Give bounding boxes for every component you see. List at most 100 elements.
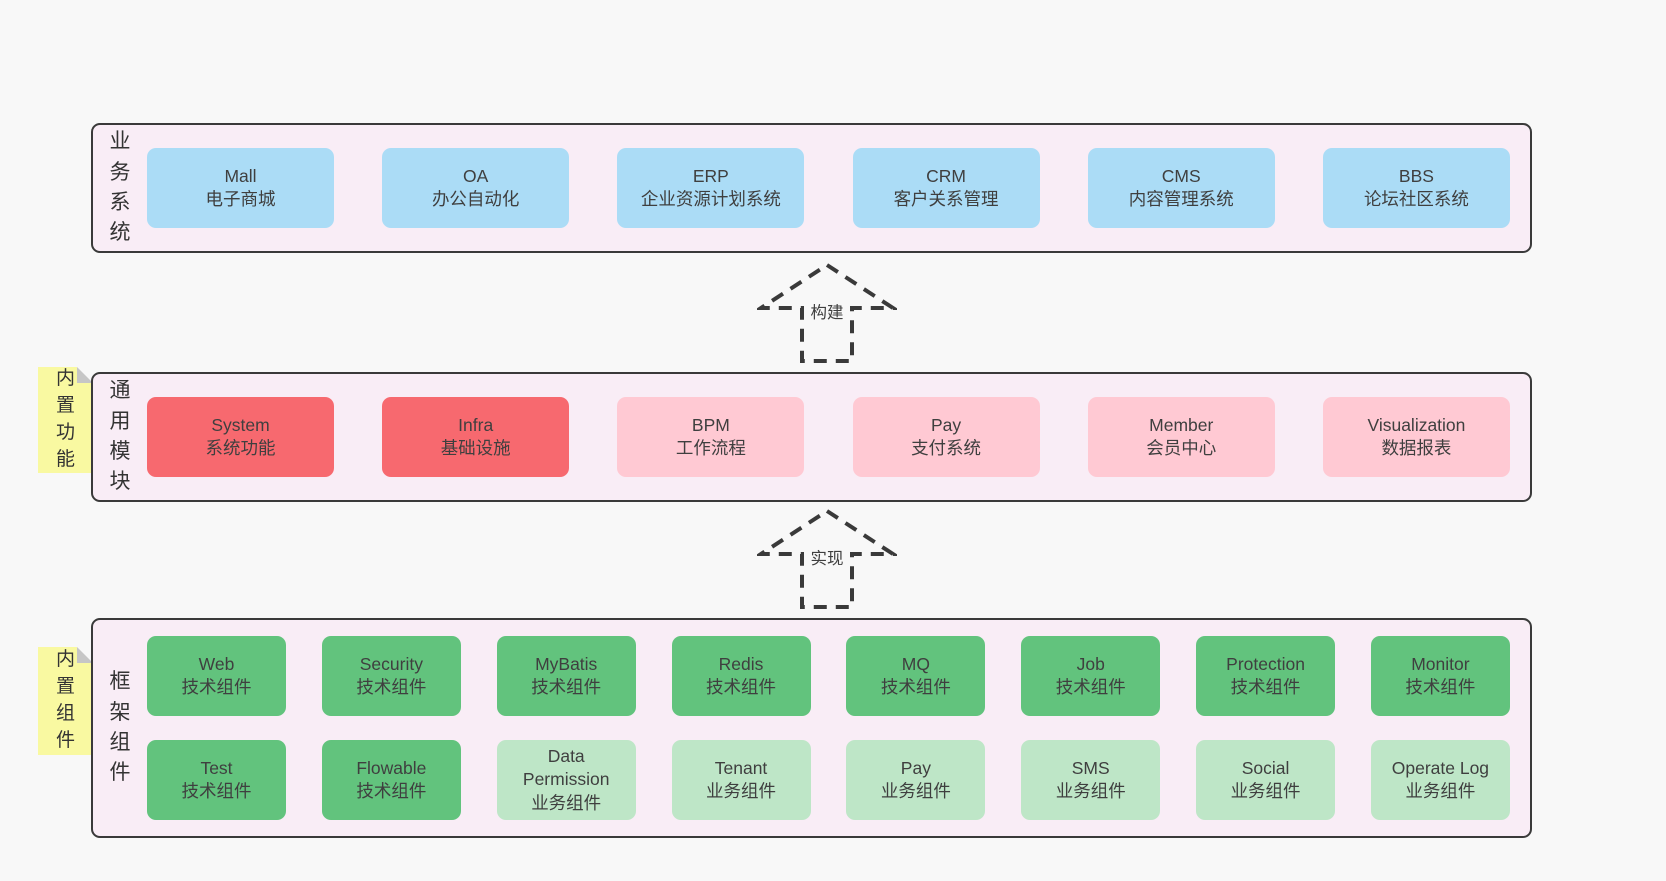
box-title: BBS — [1398, 165, 1434, 186]
box-subtitle: 业务组件 — [880, 781, 951, 801]
box-title: Member — [1149, 414, 1214, 435]
components-box-row-1: Web 技术组件 Security 技术组件 MyBatis 技术组件 Redi… — [147, 636, 1510, 716]
box-subtitle: 技术组件 — [181, 677, 252, 697]
components-rows: Web 技术组件 Security 技术组件 MyBatis 技术组件 Redi… — [137, 636, 1530, 820]
box-flowable: Flowable 技术组件 — [321, 740, 461, 820]
box-title: Operate Log — [1391, 757, 1490, 778]
box-title: Infra — [458, 414, 494, 435]
box-data-permission: Data Permission 业务组件 — [496, 740, 636, 820]
box-subtitle: 技术组件 — [1405, 677, 1476, 697]
box-subtitle: 基础设施 — [440, 438, 511, 458]
box-redis: Redis 技术组件 — [671, 636, 811, 716]
band-common-modules: 通用模块 System 系统功能 Infra 基础设施 BPM 工作流程 Pay… — [91, 372, 1532, 502]
sticky-note-built-in-features: 内置功能 — [38, 367, 93, 473]
sticky-note-text: 内置功能 — [55, 368, 75, 470]
components-box-row-2: Test 技术组件 Flowable 技术组件 Data Permission … — [147, 740, 1510, 820]
box-mq: MQ 技术组件 — [846, 636, 986, 716]
box-title: ERP — [692, 165, 729, 186]
box-subtitle: 技术组件 — [1055, 677, 1126, 697]
business-box-row: Mall 电子商城 OA 办公自动化 ERP 企业资源计划系统 CRM 客户关系… — [137, 148, 1530, 228]
box-subtitle: 技术组件 — [880, 677, 951, 697]
box-title: Job — [1076, 653, 1105, 674]
box-subtitle: 系统功能 — [205, 438, 276, 458]
box-subtitle: 技术组件 — [1230, 677, 1301, 697]
box-title: Social — [1241, 757, 1290, 778]
box-title: CRM — [926, 165, 966, 186]
box-monitor: Monitor 技术组件 — [1370, 636, 1510, 716]
box-title: Monitor — [1411, 653, 1470, 674]
box-subtitle: 技术组件 — [531, 677, 602, 697]
box-subtitle: 内容管理系统 — [1128, 189, 1234, 209]
box-operate-log: Operate Log 业务组件 — [1370, 740, 1510, 820]
box-subtitle: 技术组件 — [356, 677, 427, 697]
box-subtitle: 办公自动化 — [431, 189, 520, 209]
box-title: Mall — [224, 165, 257, 186]
box-title: CMS — [1161, 165, 1201, 186]
box-title: Pay — [900, 757, 931, 778]
box-subtitle: 数据报表 — [1381, 438, 1452, 458]
box-test: Test 技术组件 — [147, 740, 286, 820]
box-pay: Pay 支付系统 — [852, 397, 1040, 477]
box-title: Tenant — [714, 757, 768, 778]
box-title: Protection — [1226, 653, 1305, 674]
sticky-note-built-in-components: 内置组件 — [38, 647, 93, 755]
box-title: BPM — [691, 414, 730, 435]
arrow-implement: 实现 — [757, 508, 897, 610]
box-subtitle: 业务组件 — [1405, 781, 1476, 801]
box-title: Web — [198, 653, 235, 674]
arrow-label: 实现 — [806, 544, 848, 570]
box-subtitle: 业务组件 — [706, 781, 777, 801]
box-mybatis: MyBatis 技术组件 — [496, 636, 636, 716]
box-title: Redis — [718, 653, 764, 674]
box-erp: ERP 企业资源计划系统 — [617, 148, 805, 228]
arrow-build: 构建 — [757, 262, 897, 364]
box-subtitle: 业务组件 — [1230, 781, 1301, 801]
box-bbs: BBS 论坛社区系统 — [1322, 148, 1510, 228]
box-job: Job 技术组件 — [1021, 636, 1161, 716]
box-title: System — [211, 414, 270, 435]
band-business-systems: 业务系统 Mall 电子商城 OA 办公自动化 ERP 企业资源计划系统 CRM… — [91, 123, 1532, 253]
box-subtitle: 技术组件 — [181, 781, 252, 801]
box-subtitle: 会员中心 — [1146, 438, 1217, 458]
dashed-up-block-arrow-icon — [757, 508, 897, 609]
band-label-business-systems: 业务系统 — [109, 130, 131, 245]
box-title: MQ — [901, 653, 930, 674]
box-member: Member 会员中心 — [1087, 397, 1275, 477]
box-security: Security 技术组件 — [321, 636, 461, 716]
box-mall: Mall 电子商城 — [147, 148, 334, 228]
box-sms: SMS 业务组件 — [1021, 740, 1161, 820]
box-pay-biz: Pay 业务组件 — [846, 740, 986, 820]
box-subtitle: 电子商城 — [205, 189, 276, 209]
box-subtitle: 技术组件 — [706, 677, 777, 697]
box-cms: CMS 内容管理系统 — [1087, 148, 1275, 228]
box-subtitle: 企业资源计划系统 — [640, 189, 781, 209]
box-subtitle: 技术组件 — [356, 781, 427, 801]
dashed-up-block-arrow-icon — [757, 262, 897, 363]
box-system: System 系统功能 — [147, 397, 334, 477]
box-oa: OA 办公自动化 — [382, 148, 570, 228]
box-title: Data Permission — [522, 746, 610, 790]
box-subtitle: 业务组件 — [531, 792, 602, 813]
box-subtitle: 工作流程 — [675, 438, 746, 458]
modules-box-row: System 系统功能 Infra 基础设施 BPM 工作流程 Pay 支付系统… — [137, 397, 1530, 477]
box-title: Flowable — [356, 757, 427, 778]
box-title: OA — [463, 165, 489, 186]
box-visualization: Visualization 数据报表 — [1322, 397, 1510, 477]
arrow-label: 构建 — [806, 298, 848, 324]
box-social: Social 业务组件 — [1196, 740, 1336, 820]
box-title: MyBatis — [535, 653, 598, 674]
box-subtitle: 客户关系管理 — [893, 189, 999, 209]
box-title: SMS — [1071, 757, 1110, 778]
box-subtitle: 论坛社区系统 — [1363, 189, 1469, 209]
box-subtitle: 业务组件 — [1055, 781, 1126, 801]
band-framework-components: 框架组件 Web 技术组件 Security 技术组件 MyBatis 技术组件… — [91, 618, 1532, 838]
box-title: Security — [359, 653, 423, 674]
sticky-note-text: 内置组件 — [55, 649, 75, 751]
box-web: Web 技术组件 — [147, 636, 286, 716]
box-infra: Infra 基础设施 — [382, 397, 570, 477]
box-subtitle: 支付系统 — [911, 438, 982, 458]
box-bpm: BPM 工作流程 — [617, 397, 805, 477]
box-tenant: Tenant 业务组件 — [671, 740, 811, 820]
band-label-framework-components: 框架组件 — [109, 670, 131, 785]
box-title: Visualization — [1367, 414, 1466, 435]
